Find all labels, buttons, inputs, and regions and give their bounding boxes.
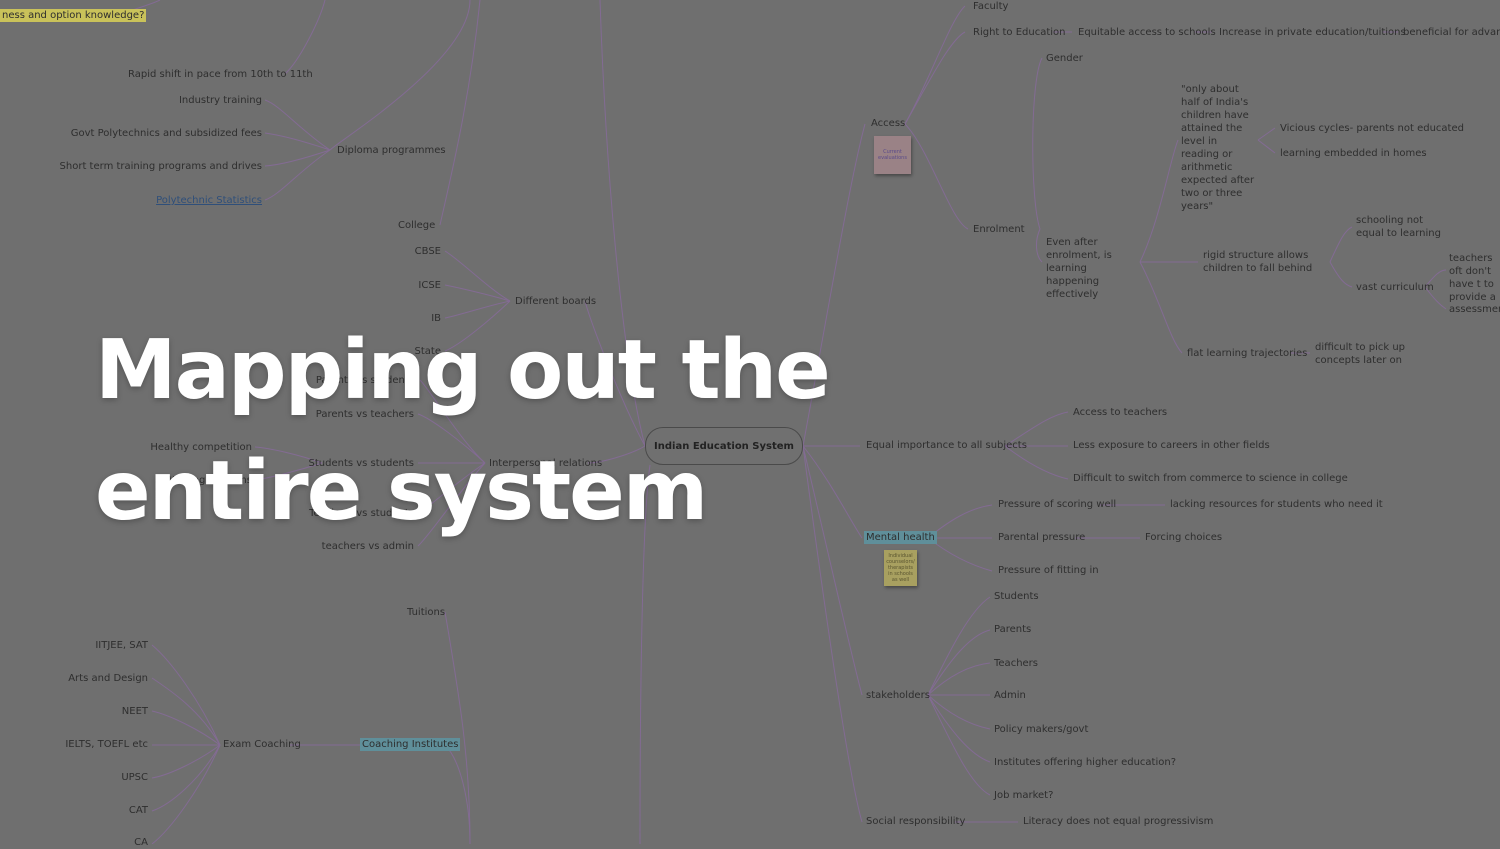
- node-difficult-switch[interactable]: Difficult to switch from commerce to sci…: [1073, 473, 1348, 484]
- node-cat[interactable]: CAT: [128, 805, 148, 816]
- node-teachers-often[interactable]: teachers oft don't have t to provide a: [1449, 253, 1496, 303]
- node-industry-training[interactable]: Industry training: [178, 95, 262, 106]
- node-job-market[interactable]: Job market?: [994, 790, 1054, 801]
- node-equal-importance[interactable]: Equal importance to all subjects: [866, 440, 1027, 451]
- node-flat-learning[interactable]: flat learning trajectories: [1187, 348, 1308, 359]
- node-iitjee-sat[interactable]: IITJEE, SAT: [95, 640, 148, 651]
- node-cbse[interactable]: CBSE: [414, 246, 441, 257]
- node-schooling-not-learning[interactable]: schooling not equal to learning: [1356, 215, 1441, 239]
- node-exam-coaching[interactable]: Exam Coaching: [223, 739, 301, 750]
- node-ielts-toefl[interactable]: IELTS, TOEFL etc: [65, 739, 148, 750]
- node-ib[interactable]: IB: [431, 313, 441, 324]
- sticky-note-counselors[interactable]: Individual counselors/ therapists in sch…: [884, 550, 917, 586]
- node-teachers[interactable]: Teachers: [994, 658, 1038, 669]
- node-working-in-teams[interactable]: Working in teams: [164, 475, 252, 486]
- node-difficult-pick-up[interactable]: difficult to pick up concepts later on: [1315, 342, 1406, 366]
- node-gender[interactable]: Gender: [1046, 53, 1083, 64]
- node-students[interactable]: Students: [994, 591, 1039, 602]
- node-rigid-structure[interactable]: rigid structure allows children to fall …: [1203, 250, 1313, 274]
- node-vast-curriculum[interactable]: vast curriculum: [1356, 282, 1434, 293]
- node-beneficial[interactable]: beneficial for advantag: [1403, 27, 1500, 38]
- node-option-knowledge[interactable]: ness and option knowledge?: [0, 9, 147, 22]
- node-mental-health[interactable]: Mental health: [864, 531, 937, 544]
- node-access[interactable]: Access: [871, 118, 906, 129]
- node-learning-embedded[interactable]: learning embedded in homes: [1280, 148, 1427, 159]
- node-even-after-enrolment[interactable]: Even after enrolment, is learning happen…: [1046, 237, 1112, 300]
- node-upsc[interactable]: UPSC: [121, 772, 148, 783]
- node-state[interactable]: State: [414, 346, 441, 357]
- node-parental-pressure[interactable]: Parental pressure: [998, 532, 1086, 543]
- node-interpersonal-relations[interactable]: Interpersonal relations: [489, 458, 603, 469]
- node-rapid-shift[interactable]: Rapid shift in pace from 10th to 11th: [128, 69, 313, 80]
- node-coaching-institutes[interactable]: Coaching Institutes: [360, 738, 461, 751]
- node-parents[interactable]: Parents: [994, 624, 1032, 635]
- node-neet[interactable]: NEET: [121, 706, 148, 717]
- node-equitable-access[interactable]: Equitable access to schools: [1078, 27, 1216, 38]
- node-stakeholders[interactable]: stakeholders: [866, 690, 930, 701]
- node-teachers-vs-admin[interactable]: teachers vs admin: [321, 541, 414, 552]
- slide-title-line-2: entire system: [95, 444, 708, 539]
- node-enrolment[interactable]: Enrolment: [973, 224, 1025, 235]
- slide-title: Mapping out the entire system: [95, 310, 831, 552]
- node-lacking-resources[interactable]: lacking resources for students who need …: [1170, 499, 1383, 510]
- node-vicious-cycles[interactable]: Vicious cycles- parents not educated: [1280, 123, 1464, 134]
- node-pressure-fitting[interactable]: Pressure of fitting in: [998, 565, 1099, 576]
- node-tuitions[interactable]: Tuitions: [407, 607, 446, 618]
- node-institutes-higher-ed[interactable]: Institutes offering higher education?: [994, 757, 1177, 768]
- link-polytechnic-statistics[interactable]: Polytechnic Statistics: [156, 195, 262, 206]
- node-students-vs-students[interactable]: Students vs students: [308, 458, 415, 469]
- node-literacy-progressivism[interactable]: Literacy does not equal progressivism: [1023, 816, 1214, 827]
- node-pressure-scoring[interactable]: Pressure of scoring well: [998, 499, 1117, 510]
- node-teachers-vs-students[interactable]: Teachers vs students: [309, 508, 414, 519]
- node-social-responsibility[interactable]: Social responsibility: [866, 816, 966, 827]
- node-forcing-choices[interactable]: Forcing choices: [1145, 532, 1223, 543]
- node-less-exposure[interactable]: Less exposure to careers in other fields: [1073, 440, 1270, 451]
- node-access-teachers[interactable]: Access to teachers: [1073, 407, 1168, 418]
- root-node[interactable]: Indian Education System: [645, 427, 803, 465]
- node-assessment[interactable]: assessment: [1449, 304, 1500, 315]
- sticky-note-evaluations[interactable]: Current evaluations: [874, 136, 911, 174]
- node-short-term-training[interactable]: Short term training programs and drives: [59, 161, 262, 172]
- node-icse[interactable]: ICSE: [418, 280, 441, 291]
- node-diploma-programmes[interactable]: Diploma programmes: [337, 145, 446, 156]
- node-college[interactable]: College: [398, 220, 436, 231]
- node-different-boards[interactable]: Different boards: [515, 296, 597, 307]
- node-right-to-education[interactable]: Right to Education: [973, 27, 1066, 38]
- slide-title-line-1: Mapping out the: [95, 323, 831, 418]
- node-quote-india-children[interactable]: "only about half of India's children hav…: [1181, 84, 1255, 212]
- node-govt-polytechnics[interactable]: Govt Polytechnics and subsidized fees: [70, 128, 262, 139]
- node-private-education[interactable]: Increase in private education/tuitions: [1219, 27, 1406, 38]
- node-faculty[interactable]: Faculty: [973, 1, 1009, 12]
- node-arts-design[interactable]: Arts and Design: [68, 673, 148, 684]
- node-ca[interactable]: CA: [134, 837, 148, 848]
- node-healthy-competition[interactable]: Healthy competition: [150, 442, 252, 453]
- node-parents-vs-students[interactable]: Parents vs students: [315, 375, 414, 386]
- node-admin[interactable]: Admin: [994, 690, 1026, 701]
- node-parents-vs-teachers[interactable]: Parents vs teachers: [315, 409, 414, 420]
- node-policy-makers[interactable]: Policy makers/govt: [994, 724, 1089, 735]
